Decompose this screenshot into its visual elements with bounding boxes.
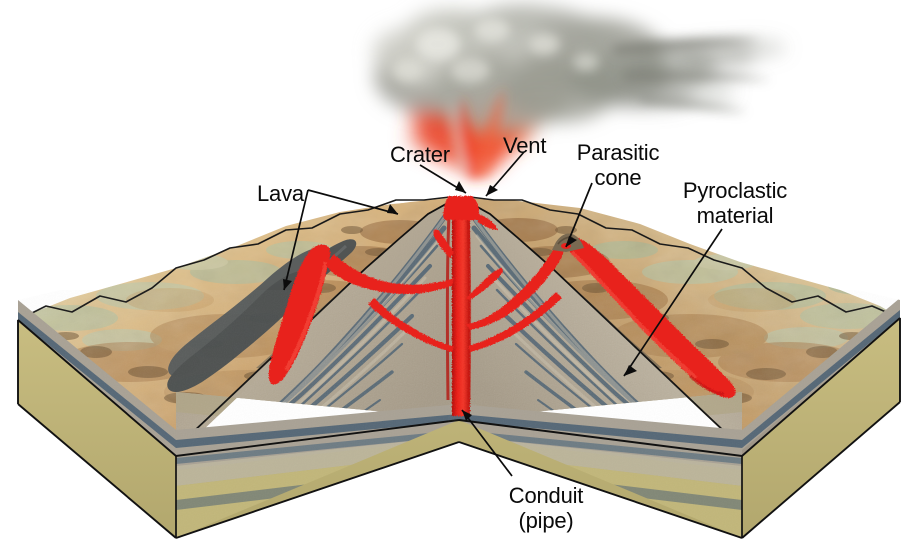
ash-highlights xyxy=(393,18,599,83)
leader-lines xyxy=(283,151,723,477)
wall-bottom-edge-left xyxy=(17,403,177,539)
wall-base-left xyxy=(175,441,460,539)
lava-flow-active-left xyxy=(268,244,331,385)
dike-right-parasitic xyxy=(466,244,564,330)
label-conduit: Conduit (pipe) xyxy=(508,483,584,533)
bedrock-wall-left xyxy=(17,290,470,539)
lava-flow-active-right xyxy=(560,235,736,398)
label-crater: Crater xyxy=(390,142,450,167)
label-vent: Vent xyxy=(503,133,547,158)
label-pyroclastic-material: Pyroclastic material xyxy=(682,178,788,228)
leader-pyroclastic xyxy=(623,228,723,377)
label-parasitic-cone: Parasitic cone xyxy=(576,140,660,190)
leader-parasitic xyxy=(565,182,593,248)
conduit-pipe xyxy=(452,196,470,416)
eruption-column xyxy=(449,88,504,178)
eruption-plume xyxy=(372,4,786,178)
dike-left-lower xyxy=(368,298,454,352)
leader-lava-a xyxy=(307,189,399,215)
label-lava: Lava xyxy=(257,181,304,206)
dike-right-lower xyxy=(468,292,562,352)
leader-conduit xyxy=(461,409,513,477)
dike-left xyxy=(326,254,454,294)
leader-lava-b xyxy=(283,189,309,291)
magma-system xyxy=(326,196,564,416)
ash-wisps xyxy=(612,38,772,112)
wall-base-right xyxy=(458,441,743,539)
wall-bottom-edge-right xyxy=(741,401,901,539)
